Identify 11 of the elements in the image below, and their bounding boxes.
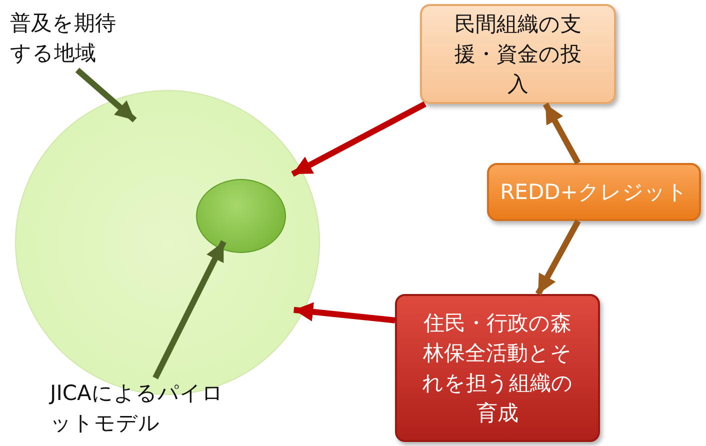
pilot-label: JICAによるパイロットモデル — [50, 378, 230, 442]
arrow — [152, 240, 226, 380]
arrow — [294, 302, 396, 324]
arrow — [535, 220, 581, 296]
arrow — [75, 68, 137, 122]
activity-box: 住民・行政の森林保全活動とそれを担う組織の育成 — [395, 294, 600, 442]
credit-box: REDD+クレジット — [487, 163, 701, 221]
arrow — [542, 102, 581, 164]
support-box: 民間組織の支援・資金の投入 — [420, 4, 616, 104]
region-label: 普及を期待する地域 — [10, 8, 122, 70]
arrow — [291, 101, 426, 177]
